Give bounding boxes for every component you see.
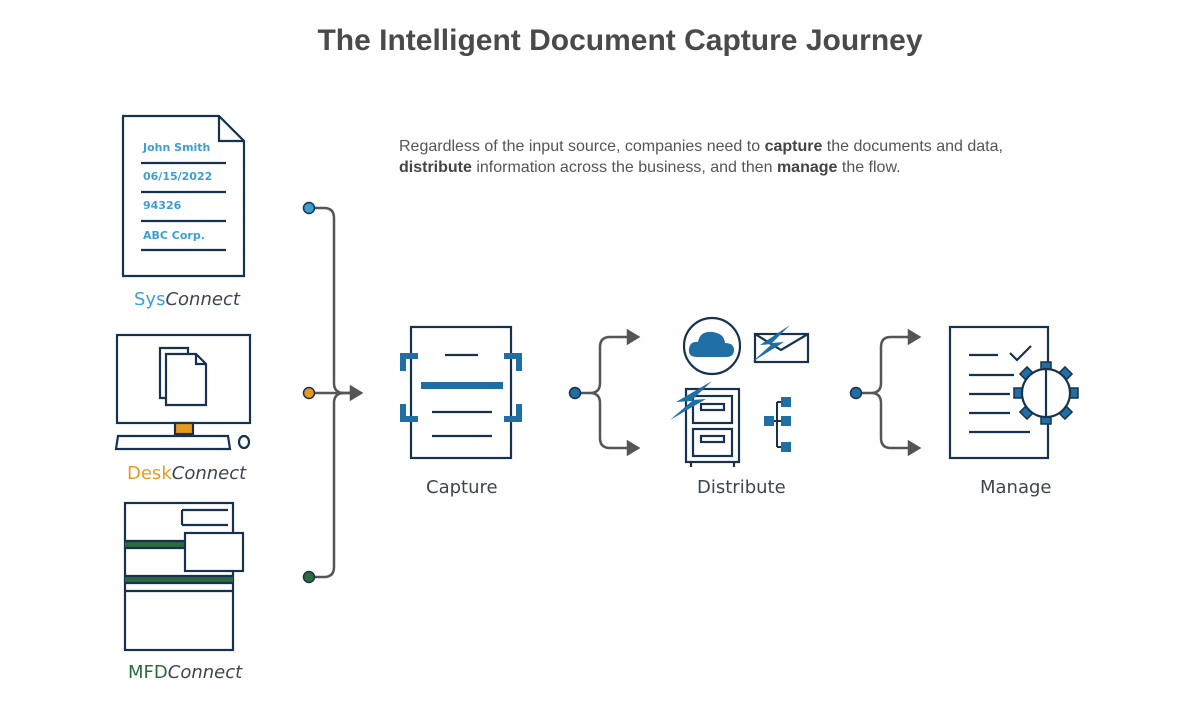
capture-to-distribute-connector [575,328,641,457]
mfdconnect-node [302,570,316,584]
form-field-zip: 94326 [143,199,182,212]
sysconnect-suffix: Connect [165,289,240,310]
document-form-icon [121,114,246,278]
form-field-name: John Smith [142,141,210,154]
sysconnect-prefix: Sys [134,289,166,310]
email-icon [752,325,810,364]
step-label-manage: Manage [980,477,1052,498]
file-cabinet-icon [684,387,741,467]
desktop-computer-icon [114,333,252,451]
intro-distribute-bold: distribute [399,159,472,176]
lightning-bolt-icon [670,381,712,420]
step-label-distribute: Distribute [697,477,786,498]
intro-part-1: Regardless of the input source, companie… [399,138,765,155]
sysconnect-label: SysConnect [134,289,240,310]
form-field-company: ABC Corp. [143,229,205,242]
cloud-icon [682,316,742,376]
manage-input-node [849,386,863,400]
step-label-capture: Capture [426,477,498,498]
deskconnect-label: DeskConnect [127,463,246,484]
intro-text: Regardless of the input source, companie… [399,136,1039,178]
deskconnect-node [302,386,316,400]
form-field-date: 06/15/2022 [143,170,212,183]
gear-icon [1013,361,1079,425]
mfdconnect-suffix: Connect [167,662,243,683]
scan-corner-brackets [400,353,522,422]
source-connector [309,206,364,579]
intro-part-2: the documents and data, [822,138,1003,155]
sysconnect-node [302,201,316,215]
mfdconnect-label: MFDConnect [128,662,242,683]
distribute-input-node [568,386,582,400]
intro-capture-bold: capture [764,138,823,155]
intro-part-3: information across the business, and the… [471,159,777,176]
intro-part-4: the flow. [837,159,901,176]
deskconnect-prefix: Desk [127,463,172,484]
intro-manage-bold: manage [776,159,838,176]
hierarchy-network-icon [764,397,791,452]
distribute-to-manage-connector [856,328,922,457]
capture-highlight-bar [421,382,503,389]
page-title: The Intelligent Document Capture Journey [317,24,923,57]
mfdconnect-prefix: MFD [128,662,168,683]
capture-scan-icon [409,325,513,460]
deskconnect-suffix: Connect [171,463,247,484]
multifunction-printer-icon [123,501,245,652]
